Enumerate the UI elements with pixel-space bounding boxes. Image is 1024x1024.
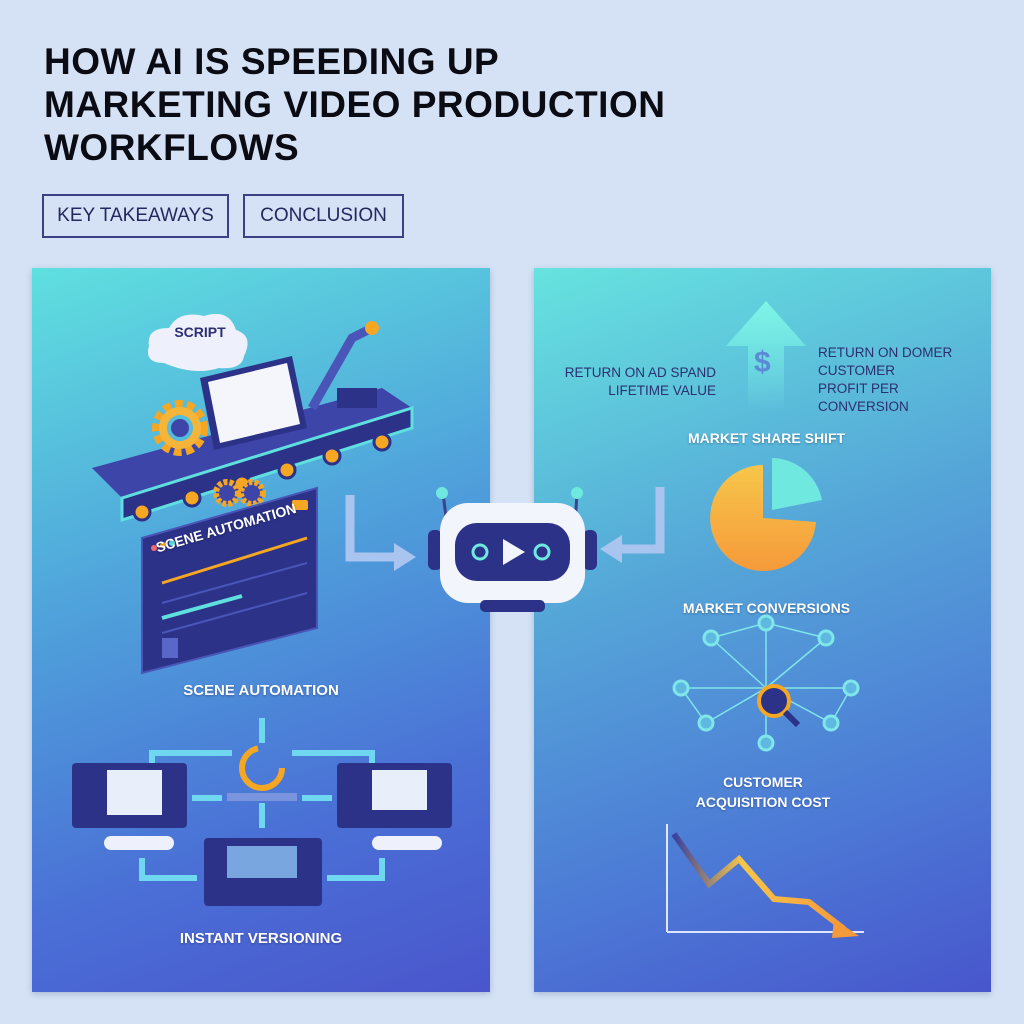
flow-arrow-left-icon [600, 487, 665, 563]
metrics-panel: $ RETURN ON AD SPAND LIFETIME VALUE RETU… [534, 268, 991, 992]
metric-label: CUSTOMER [818, 363, 896, 378]
cac-label-line: CUSTOMER [723, 774, 803, 790]
gear-icon [152, 400, 208, 456]
conveyor-belt-illustration [92, 321, 414, 523]
conclusion-button[interactable]: CONCLUSION [243, 194, 404, 238]
metric-label: PROFIT PER CONVERSION [818, 381, 909, 414]
market-share-label: MARKET SHARE SHIFT [687, 430, 846, 446]
pie-chart-icon [710, 458, 822, 571]
robot-play-icon [428, 487, 597, 612]
script-label: SCRIPT [174, 324, 226, 340]
dollar-icon: $ [754, 346, 771, 379]
metrics-left: RETURN ON AD SPAND LIFETIME VALUE [554, 364, 716, 400]
metric-label: RETURN ON DOMER [818, 345, 953, 360]
scene-automation-panel: SCRIPT SCENE AUTOMATION SCENE AUTOMA [32, 268, 490, 992]
page-title: HOW AI IS SPEEDING UP MARKETING VIDEO PR… [44, 40, 665, 169]
title-line: WORKFLOWS [44, 127, 300, 168]
declining-line-chart-icon [666, 824, 864, 938]
cac-label-line: ACQUISITION COST [695, 794, 831, 810]
metric-label: RETURN ON AD SPAND [564, 365, 716, 380]
up-arrow-icon [726, 301, 806, 411]
gear-icon [213, 479, 266, 507]
flow-arrow-right-icon [345, 495, 416, 571]
cac-label: CUSTOMER ACQUISITION COST [534, 772, 991, 812]
network-icon [672, 614, 860, 752]
scene-automation-window [141, 486, 318, 675]
instant-versioning-label: INSTANT VERSIONING [179, 930, 343, 947]
title-line: HOW AI IS SPEEDING UP [44, 41, 500, 82]
scene-automation-label: SCENE AUTOMATION [183, 682, 339, 699]
key-takeaways-button[interactable]: KEY TAKEAWAYS [42, 194, 229, 238]
metrics-right: RETURN ON DOMER CUSTOMER PROFIT PER CONV… [818, 344, 991, 416]
market-conversions-label: MARKET CONVERSIONS [682, 600, 851, 616]
instant-versioning-illustration [72, 718, 452, 906]
metric-label: LIFETIME VALUE [608, 383, 716, 398]
title-line: MARKETING VIDEO PRODUCTION [44, 84, 666, 125]
